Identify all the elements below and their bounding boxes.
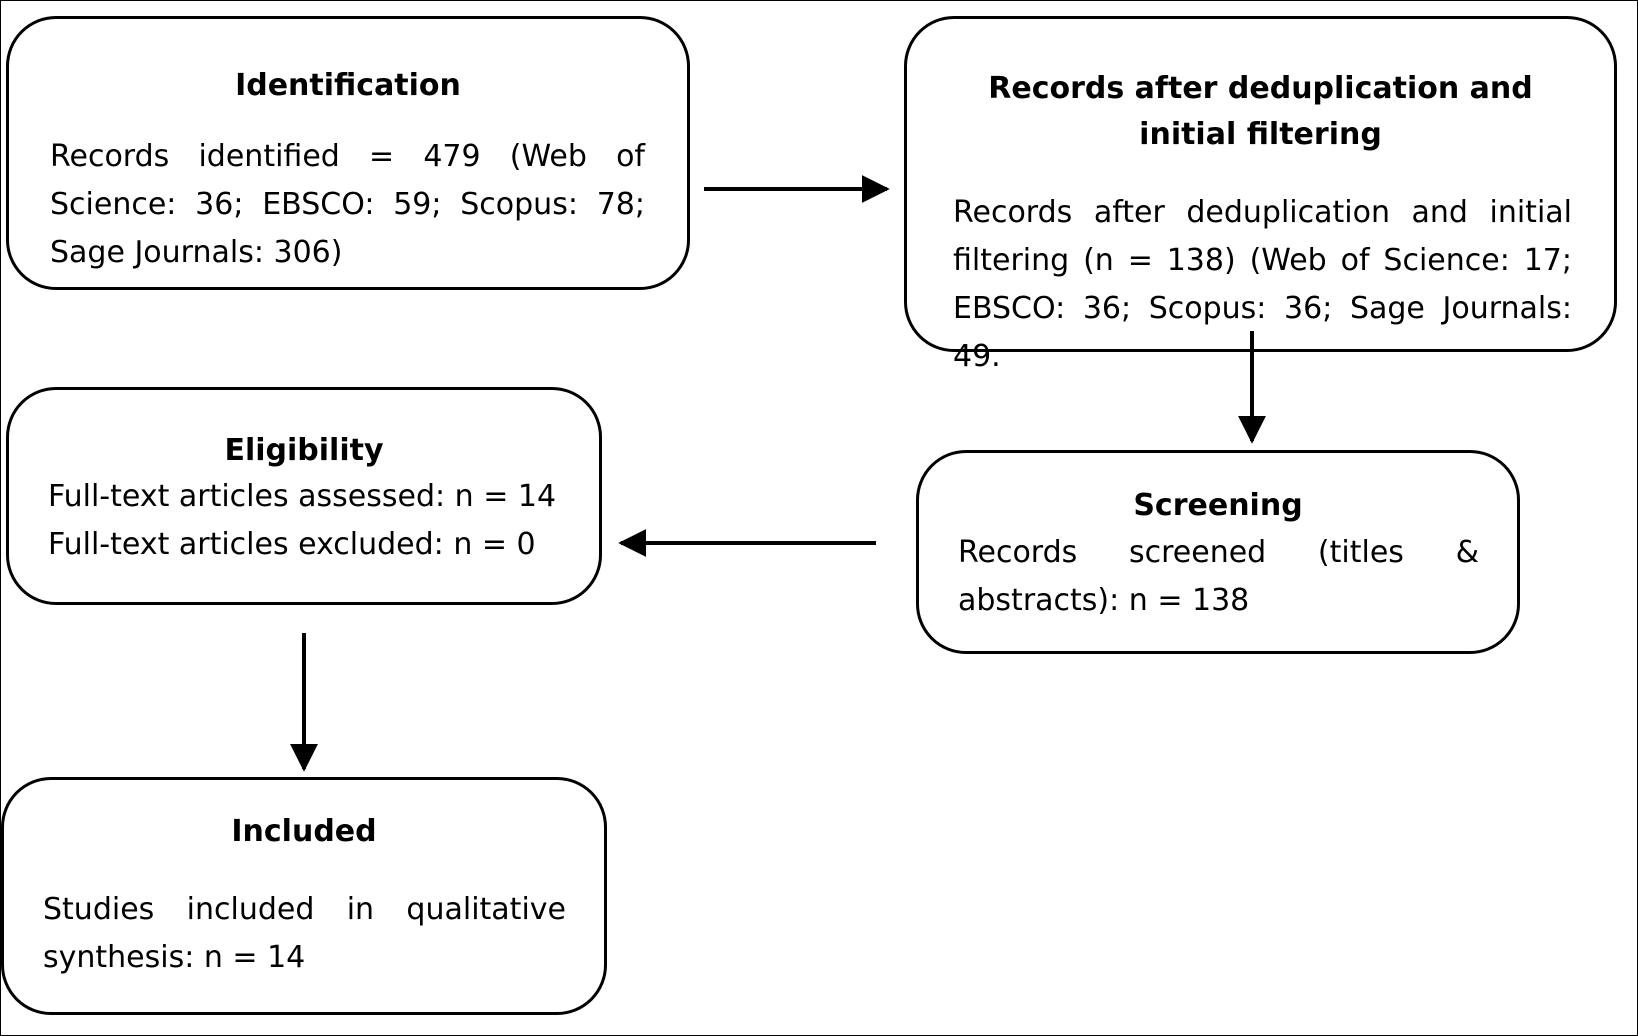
included-title: Included: [231, 814, 377, 849]
identification-text: Records identified = 479 (Web of Science…: [50, 139, 645, 270]
eligibility-box: Eligibility Full-text articles assessed:…: [6, 387, 602, 605]
deduplication-text: Records after deduplication and initial …: [953, 195, 1572, 374]
deduplication-title: Records after deduplication and initial …: [988, 71, 1533, 152]
eligibility-line-excluded: Full-text articles excluded: n = 0: [48, 527, 536, 562]
eligibility-line-assessed: Full-text articles assessed: n = 14: [48, 479, 557, 514]
included-box: Included Studies included in qualitative…: [1, 777, 607, 1015]
screening-text: Records screened (titles & abstracts): n…: [958, 535, 1479, 618]
identification-box: Identification Records identified = 479 …: [6, 16, 690, 290]
screening-box: Screening Records screened (titles & abs…: [916, 450, 1520, 654]
eligibility-title: Eligibility: [224, 433, 384, 468]
identification-title: Identification: [235, 68, 461, 103]
included-text: Studies included in qualitative synthesi…: [43, 892, 566, 975]
screening-title: Screening: [1133, 488, 1303, 523]
deduplication-box: Records after deduplication and initial …: [904, 16, 1617, 374]
